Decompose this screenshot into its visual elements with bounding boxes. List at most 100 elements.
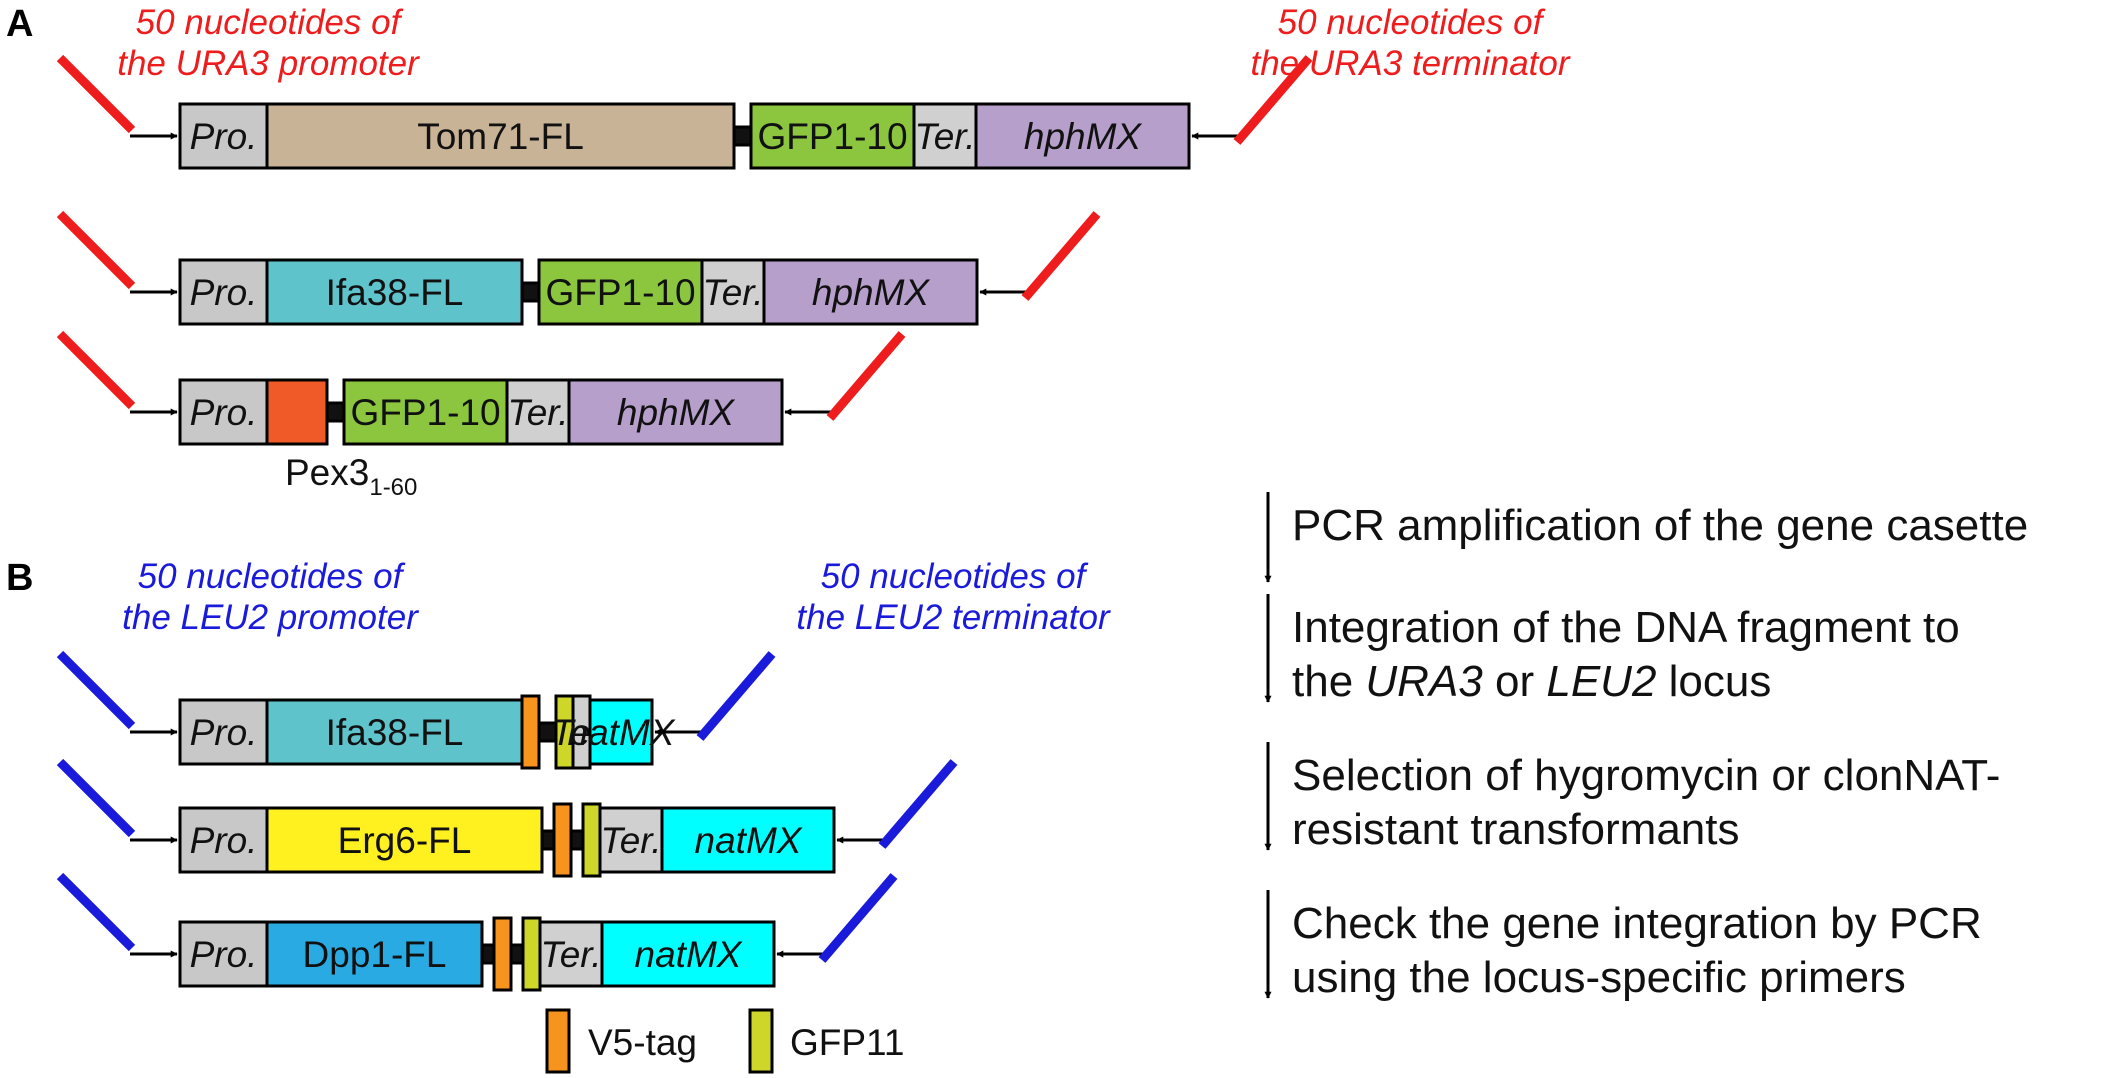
- segment-pro: [178, 258, 269, 326]
- segment-ifa38-fl: [265, 258, 524, 326]
- segment-natmx: [660, 806, 836, 874]
- segment-hphmx-label: hphMX: [812, 272, 931, 313]
- step-text-line: resistant transformants: [1292, 805, 1740, 854]
- segment-erg6-fl-label: Erg6-FL: [338, 820, 472, 861]
- segment-erg6-fl: [265, 806, 544, 874]
- leu2-promoter-note-line1: 50 nucleotides of: [138, 557, 406, 596]
- leu2-promoter-note-line2: the LEU2 promoter: [122, 598, 419, 637]
- segment-dpp1-fl-label: Dpp1-FL: [303, 934, 447, 975]
- segment-pro-label: Pro.: [190, 712, 258, 753]
- segment-ter-label: Ter.: [540, 934, 601, 975]
- step-text-line: Check the gene integration by PCR: [1292, 899, 1982, 948]
- segment-ifa38-fl-label: Ifa38-FL: [326, 712, 464, 753]
- workflow-step-4: Check the gene integration by PCR using t…: [1264, 890, 1982, 1002]
- segment-pro-label: Pro.: [190, 392, 258, 433]
- right-homology-flank: [1021, 211, 1101, 301]
- step-text-line: Integration of the DNA fragment to: [1292, 603, 1960, 652]
- legend-gfp11-label: GFP11: [790, 1022, 904, 1063]
- segment-pro-label: Pro.: [190, 116, 258, 157]
- linker-segment: [520, 281, 541, 303]
- left-homology-flank: [56, 54, 136, 134]
- right-homology-flank: [696, 651, 776, 741]
- workflow-step-3: Selection of hygromycin or clonNAT-resis…: [1264, 742, 2000, 854]
- segment-ter-label: Ter.: [914, 116, 975, 157]
- legend-v5-tag-label: V5-tag: [588, 1022, 697, 1063]
- leu2-terminator-note-line2: the LEU2 terminator: [796, 598, 1111, 637]
- left-homology-flank: [56, 330, 136, 410]
- segment-natmx: [600, 920, 776, 988]
- left-homology-flank: [56, 210, 136, 290]
- ura3-promoter-note-line2: the URA3 promoter: [117, 44, 420, 83]
- gfp11-segment: [521, 916, 542, 992]
- segment-natmx: [588, 698, 654, 766]
- segment-gfp1-10-label: GFP1-10: [350, 392, 500, 433]
- step-text-line: the URA3 or LEU2 locus: [1292, 657, 1771, 706]
- segment-hphmx: [762, 258, 979, 326]
- segment-gfp1-10-label: GFP1-10: [545, 272, 695, 313]
- segment-gfp1-10: [537, 258, 704, 326]
- segment-pro-label: Pro.: [190, 272, 258, 313]
- construct-b-2: Pro. Erg6-FL Ter. natMX: [56, 758, 958, 878]
- right-homology-flank: [1233, 55, 1313, 145]
- segment-tom71-fl: [265, 102, 736, 170]
- right-homology-flank: [826, 331, 906, 421]
- legend: V5-tag GFP11: [545, 1008, 904, 1074]
- linker-segment: [480, 943, 496, 965]
- segment-pro-label: Pro.: [190, 820, 258, 861]
- segment-pro: [178, 698, 269, 766]
- segment-ter-label: Ter.: [600, 820, 661, 861]
- panel-a-letter: A: [6, 3, 33, 45]
- segment-hphmx: [567, 378, 784, 446]
- segment-ter: [538, 920, 604, 988]
- leu2-terminator-note-line1: 50 nucleotides of: [821, 557, 1089, 596]
- v5-tag-segment: [552, 802, 573, 878]
- step-text-line: Selection of hygromycin or clonNAT-: [1292, 751, 2000, 800]
- step-text-line: using the locus-specific primers: [1292, 953, 1906, 1002]
- segment-ter-label: Ter.: [507, 392, 568, 433]
- segment-pro: [178, 378, 269, 446]
- segment-natmx-label: natMX: [635, 934, 743, 975]
- gfp11-segment: [581, 802, 602, 878]
- left-homology-flank: [56, 872, 136, 952]
- linker-segment: [540, 829, 556, 851]
- segment-hphmx-label: hphMX: [1024, 116, 1143, 157]
- right-homology-flank: [818, 873, 898, 963]
- segment-tom71-fl-label: Tom71-FL: [417, 116, 584, 157]
- left-homology-flank: [56, 758, 136, 838]
- legend-v5-tag-swatch: [545, 1008, 571, 1074]
- segment-ter: [598, 806, 664, 874]
- segment-hphmx-label: hphMX: [617, 392, 736, 433]
- segment-hphmx: [974, 102, 1191, 170]
- segment-gfp1-10-label: GFP1-10: [757, 116, 907, 157]
- ura3-promoter-note-line1: 50 nucleotides of: [136, 3, 404, 42]
- pex3-label: Pex31-60: [285, 452, 417, 501]
- pex3-segment: [265, 378, 329, 446]
- segment-ifa38-fl: [265, 698, 524, 766]
- linker-segment: [325, 401, 346, 423]
- segment-pro: [178, 806, 269, 874]
- step-text-line: PCR amplification of the gene casette: [1292, 501, 2028, 550]
- right-homology-flank: [878, 759, 958, 849]
- segment-ifa38-fl-label: Ifa38-FL: [326, 272, 464, 313]
- left-homology-flank: [56, 650, 136, 730]
- panel-b-letter: B: [6, 557, 33, 599]
- workflow-steps: PCR amplification of the gene casetteInt…: [1264, 492, 2028, 1002]
- v5-tag-segment: [492, 916, 513, 992]
- ura3-terminator-note-line1: 50 nucleotides of: [1278, 3, 1546, 42]
- linker-segment: [732, 125, 753, 147]
- v5-tag-segment: [520, 694, 541, 770]
- segment-natmx-label: natMX: [695, 820, 803, 861]
- workflow-step-1: PCR amplification of the gene casette: [1264, 492, 2028, 583]
- linker-segment: [509, 943, 525, 965]
- legend-gfp11-swatch: [748, 1008, 774, 1074]
- segment-ter-label: Ter.: [702, 272, 763, 313]
- construct-b-3: Pro. Dpp1-FL Ter. natMX: [56, 872, 898, 992]
- linker-segment: [569, 829, 585, 851]
- segment-pro-label: Pro.: [190, 934, 258, 975]
